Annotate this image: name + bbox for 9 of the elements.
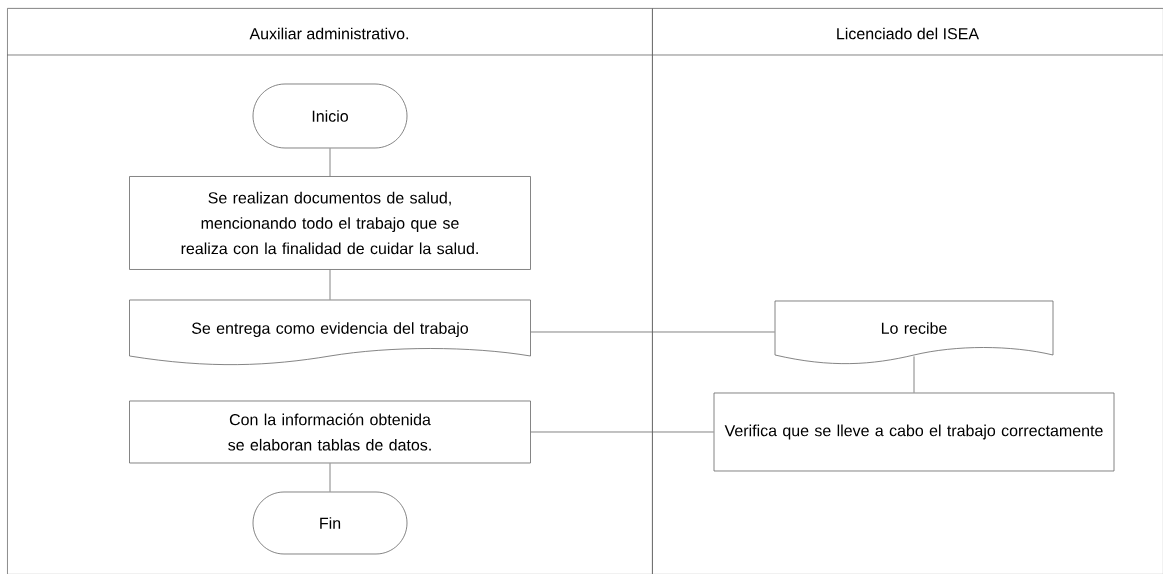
process-box: Con la información obtenida se elaboran tablas de datos.: [129, 400, 531, 464]
connector-line: [530, 331, 775, 333]
connector-line: [329, 463, 331, 492]
process-box: Verifica que se lleve a cabo el trabajo correctamente: [713, 392, 1115, 472]
connector-line: [329, 148, 331, 177]
connector-line: [329, 269, 331, 300]
connector-line: [530, 431, 714, 433]
connector-line: [913, 356, 915, 393]
process-box: Se realizan documentos de salud, mencionando todo el trabajo que se realiza con la finalidad de cuidar la salud.: [129, 176, 531, 270]
